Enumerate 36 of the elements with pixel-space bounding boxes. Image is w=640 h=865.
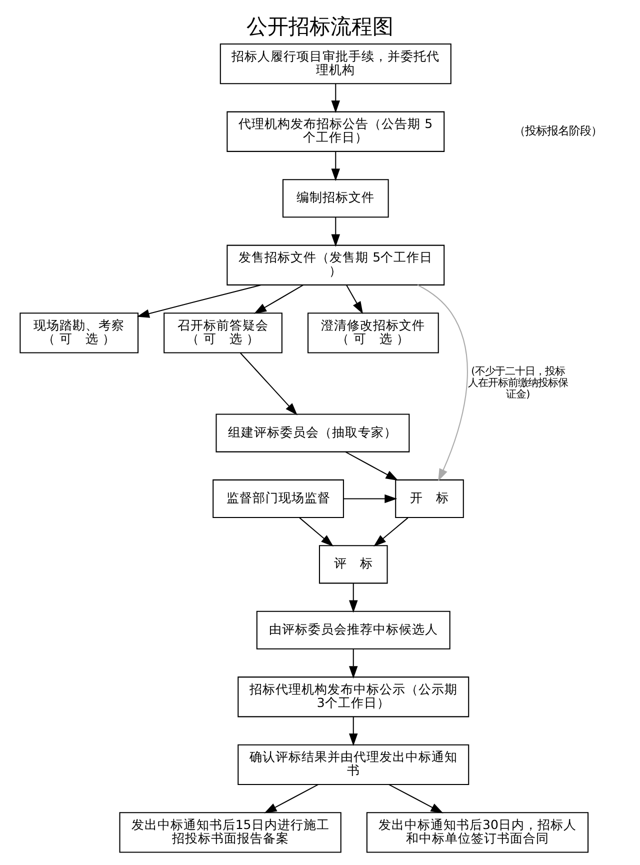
arrow: [264, 784, 318, 814]
arrow: [331, 217, 340, 247]
arrow: [417, 284, 468, 482]
node-box: 由评标委员会推荐中标候选人: [256, 610, 450, 650]
arrow: [374, 517, 408, 546]
node-box: 召开标前答疑会 （ 可 选 ）: [164, 312, 282, 354]
arrow: [388, 784, 444, 814]
label: （投标报名阶段）: [514, 124, 602, 138]
node-box: 发出中标通知书后15日内进行施工招投标书面报告备案: [119, 812, 342, 853]
node-box: 评 标: [318, 545, 388, 584]
node-box: 招标代理机构发布中标公示（公示期3个工作日）: [238, 676, 470, 718]
node-box: 代理机构发布招标公告（公告期 5个工作日）: [226, 111, 445, 152]
node-box: 发出中标通知书后30日内，招标人和中标单位签订书面合同: [366, 812, 589, 853]
node-box: 组建评标委员会（抽取专家）: [216, 414, 410, 452]
arrow: [331, 152, 340, 182]
arrow: [344, 494, 398, 504]
node-box: 开 标: [395, 479, 464, 518]
edge-label: (不少于二十日，投标人在开标前缴纳投标保证金): [468, 366, 568, 401]
diagram-title: 公开招标流程图: [246, 14, 394, 39]
arrow: [348, 716, 358, 746]
arrow: [348, 584, 358, 613]
arrow: [346, 284, 364, 314]
node-box: 发售招标文件（发售期 5个工作日）: [226, 244, 445, 286]
arrow: [345, 452, 398, 481]
node-box: 现场踏勘、考察 （ 可 选 ）: [20, 312, 139, 354]
node-box: 监督部门现场监督: [212, 479, 344, 518]
node-box: 招标人履行项目审批手续，并委托代理机构: [220, 44, 452, 84]
arrow: [240, 352, 298, 416]
arrow: [331, 84, 340, 113]
arrow: [136, 284, 262, 318]
node-box: 确认评标结果并由代理发出中标通知书: [238, 744, 470, 785]
arrow: [299, 517, 334, 547]
node-box: 编制招标文件: [282, 179, 389, 218]
arrow: [348, 649, 358, 679]
arrow: [254, 284, 304, 314]
node-box: 澄清修改招标文件 （ 可 选 ）: [307, 312, 439, 354]
